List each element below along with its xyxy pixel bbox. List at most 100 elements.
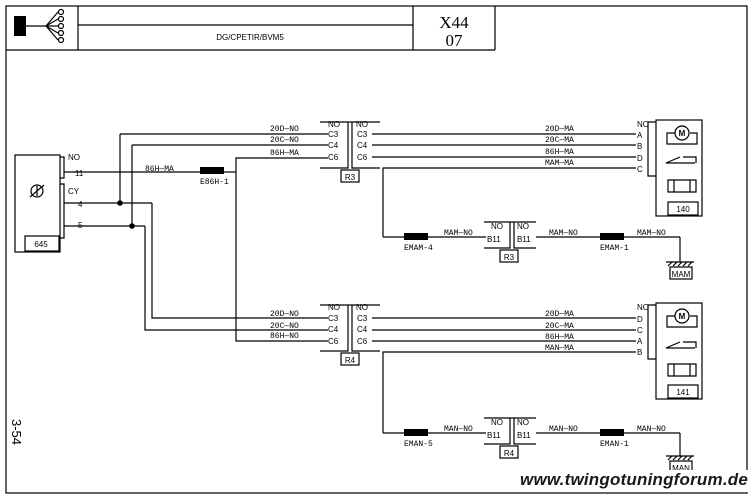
svg-text:C6: C6	[357, 153, 368, 162]
svg-text:NO: NO	[637, 303, 649, 312]
motor-141: 141 M	[647, 302, 703, 400]
svg-text:MAM—NO: MAM—NO	[444, 229, 473, 238]
sheet-label: X44	[439, 13, 469, 32]
splice-e86h1	[200, 167, 224, 174]
svg-text:MAM—NO: MAM—NO	[637, 229, 666, 238]
potentiometer-icon	[665, 156, 697, 164]
connector-logo-icon	[14, 8, 65, 44]
page-number: 3-54	[9, 419, 24, 445]
svg-text:A: A	[637, 131, 643, 140]
sheet-page: 07	[446, 31, 464, 50]
svg-text:86H—NO: 86H—NO	[270, 332, 299, 341]
header-code: DG/CPETIR/BVM5	[216, 33, 284, 42]
sensor-icon	[667, 179, 697, 193]
svg-text:MAN—NO: MAN—NO	[637, 425, 666, 434]
svg-text:C6: C6	[357, 337, 368, 346]
connector-r4-ground: R4	[484, 417, 536, 459]
svg-text:R4: R4	[345, 356, 356, 365]
svg-text:MAM: MAM	[672, 270, 691, 279]
svg-text:NO: NO	[491, 418, 503, 427]
svg-text:C: C	[637, 326, 643, 335]
svg-text:MAN—NO: MAN—NO	[549, 425, 578, 434]
svg-text:141: 141	[676, 388, 690, 397]
splice-emam4	[404, 233, 428, 240]
svg-text:20D—MA: 20D—MA	[545, 125, 574, 134]
svg-text:D: D	[637, 315, 643, 324]
svg-text:C4: C4	[357, 325, 368, 334]
svg-text:A: A	[637, 337, 643, 346]
svg-text:R3: R3	[504, 253, 515, 262]
svg-text:86H—MA: 86H—MA	[270, 149, 299, 158]
svg-text:C3: C3	[328, 314, 339, 323]
svg-text:C: C	[637, 165, 643, 174]
svg-text:B11: B11	[487, 431, 501, 440]
splice-emam1	[600, 233, 624, 240]
svg-text:20C—NO: 20C—NO	[270, 322, 299, 331]
svg-text:EMAN-5: EMAN-5	[404, 440, 433, 449]
svg-text:E86H-1: E86H-1	[200, 178, 229, 187]
svg-text:645: 645	[34, 240, 48, 249]
svg-text:B: B	[637, 142, 642, 151]
svg-text:NO: NO	[68, 153, 80, 162]
svg-text:86H—MA: 86H—MA	[145, 165, 174, 174]
svg-text:C4: C4	[357, 141, 368, 150]
svg-text:M: M	[679, 312, 686, 321]
svg-text:B: B	[637, 348, 642, 357]
svg-text:MAN: MAN	[672, 464, 690, 473]
splice-eman1	[600, 429, 624, 436]
svg-text:MAN—MA: MAN—MA	[545, 344, 574, 353]
svg-text:20D—NO: 20D—NO	[270, 310, 299, 319]
watermark: www.twingotuningforum.de	[486, 470, 748, 492]
relay-box-645: 645	[14, 154, 65, 253]
svg-text:C6: C6	[328, 153, 339, 162]
svg-text:C3: C3	[357, 130, 368, 139]
svg-text:MAM—NO: MAM—NO	[549, 229, 578, 238]
svg-text:MAM—MA: MAM—MA	[545, 159, 574, 168]
svg-text:20D—NO: 20D—NO	[270, 125, 299, 134]
svg-text:C6: C6	[328, 337, 339, 346]
motor-140: 140 M	[647, 119, 703, 217]
svg-text:11: 11	[75, 169, 84, 178]
svg-text:NO: NO	[517, 222, 529, 231]
svg-text:M: M	[679, 129, 686, 138]
ground-symbol-mam: MAM	[666, 261, 694, 280]
svg-text:C4: C4	[328, 325, 339, 334]
svg-text:EMAN-1: EMAN-1	[600, 440, 629, 449]
svg-text:86H—MA: 86H—MA	[545, 333, 574, 342]
svg-text:C3: C3	[328, 130, 339, 139]
svg-text:MAN—NO: MAN—NO	[444, 425, 473, 434]
svg-text:EMAM-1: EMAM-1	[600, 244, 629, 253]
svg-text:B11: B11	[517, 235, 531, 244]
svg-text:4: 4	[78, 200, 83, 209]
svg-text:NO: NO	[356, 303, 368, 312]
svg-text:NO: NO	[491, 222, 503, 231]
transistor-icon	[29, 184, 45, 198]
svg-text:NO: NO	[328, 303, 340, 312]
svg-text:R4: R4	[504, 449, 515, 458]
svg-text:D: D	[637, 154, 643, 163]
page-frame	[5, 5, 748, 494]
potentiometer-icon	[665, 341, 697, 349]
svg-text:20C—NO: 20C—NO	[270, 136, 299, 145]
svg-text:R3: R3	[345, 173, 356, 182]
svg-text:140: 140	[676, 205, 690, 214]
svg-text:CY: CY	[68, 187, 80, 196]
sensor-icon	[667, 363, 697, 377]
svg-text:20C—MA: 20C—MA	[545, 136, 574, 145]
connector-r3-ground: R3	[484, 221, 536, 263]
svg-text:B11: B11	[487, 235, 501, 244]
connector-r3-top: R3	[320, 121, 380, 183]
svg-text:B11: B11	[517, 431, 531, 440]
svg-text:C3: C3	[357, 314, 368, 323]
svg-text:86H—MA: 86H—MA	[545, 148, 574, 157]
svg-text:EMAM-4: EMAM-4	[404, 244, 433, 253]
connector-r4-bottom: R4	[320, 304, 380, 366]
splice-eman5	[404, 429, 428, 436]
svg-text:NO: NO	[637, 120, 649, 129]
svg-text:20C—MA: 20C—MA	[545, 322, 574, 331]
svg-text:C4: C4	[328, 141, 339, 150]
svg-text:3-54: 3-54	[9, 419, 24, 445]
svg-text:NO: NO	[517, 418, 529, 427]
svg-text:NO: NO	[356, 120, 368, 129]
